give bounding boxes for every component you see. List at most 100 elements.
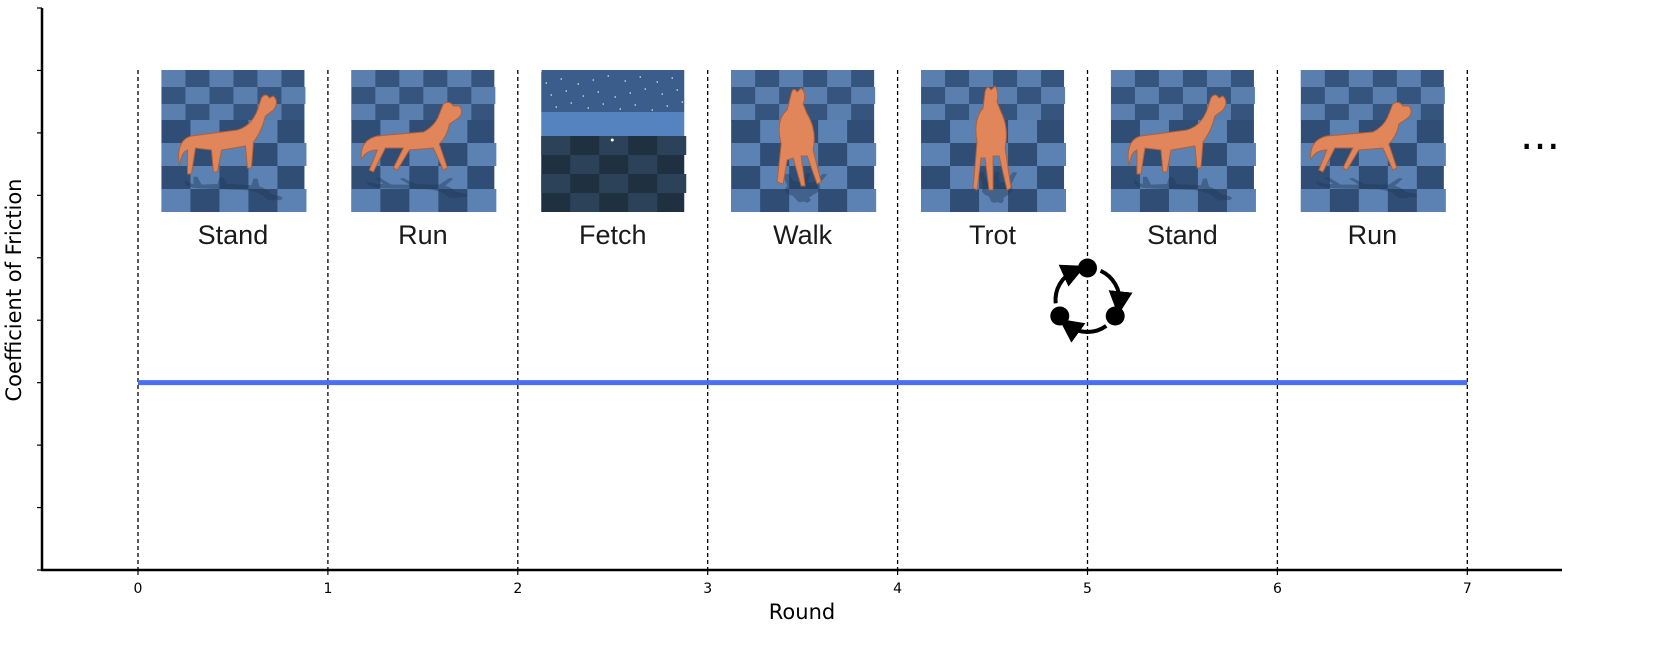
star bbox=[676, 89, 679, 91]
star bbox=[639, 76, 642, 78]
floor-tile bbox=[161, 189, 191, 212]
backdrop-tile bbox=[1134, 87, 1159, 104]
floor-tile bbox=[1037, 143, 1067, 166]
task-label: Trot bbox=[969, 220, 1016, 250]
star bbox=[634, 104, 637, 106]
round-boundaries bbox=[137, 70, 1468, 570]
star bbox=[560, 78, 563, 80]
backdrop-tile bbox=[1230, 87, 1255, 104]
floor-tile bbox=[789, 189, 819, 212]
dog-figure bbox=[1127, 94, 1227, 175]
star bbox=[661, 93, 664, 95]
backdrop-tile bbox=[1300, 70, 1325, 87]
star bbox=[570, 102, 573, 104]
floor-tile bbox=[351, 189, 381, 212]
task-thumbnail bbox=[161, 70, 307, 212]
backdrop-tile bbox=[399, 70, 424, 87]
backdrop-tile bbox=[1206, 70, 1231, 87]
backdrop-tile bbox=[1041, 87, 1066, 104]
arena-sky bbox=[541, 70, 685, 112]
star bbox=[582, 95, 585, 97]
dog-figure bbox=[776, 87, 822, 187]
backdrop-tile bbox=[1110, 104, 1135, 121]
backdrop-tile bbox=[351, 104, 376, 121]
dog-figure bbox=[178, 94, 277, 175]
backdrop-tile bbox=[921, 104, 946, 121]
backdrop-tile bbox=[1324, 87, 1349, 104]
star bbox=[624, 80, 627, 82]
star bbox=[651, 109, 654, 111]
task-thumbnail bbox=[351, 70, 497, 212]
backdrop-tile bbox=[731, 104, 756, 121]
backdrop-tile bbox=[731, 70, 756, 87]
task-thumbnail bbox=[1300, 70, 1446, 212]
floor-tile bbox=[1358, 189, 1388, 212]
floor-tile bbox=[467, 143, 497, 166]
floor-tile bbox=[731, 189, 761, 212]
floor-tile bbox=[599, 174, 629, 193]
backdrop-tile bbox=[233, 87, 258, 104]
backdrop-tile bbox=[1348, 104, 1373, 121]
floor-tile bbox=[248, 166, 278, 189]
star bbox=[602, 103, 605, 105]
backdrop-tile bbox=[423, 87, 448, 104]
backdrop-tile bbox=[399, 104, 424, 121]
floor-tile bbox=[1168, 189, 1198, 212]
star bbox=[555, 106, 558, 108]
star bbox=[644, 88, 647, 90]
dog-reflection bbox=[367, 177, 468, 199]
y-axis-label: Coefficient of Friction bbox=[2, 179, 26, 402]
cycle-node bbox=[1105, 306, 1125, 326]
dog-reflection bbox=[1134, 176, 1232, 201]
backdrop-tile bbox=[779, 70, 804, 87]
star bbox=[629, 92, 632, 94]
backdrop-tile bbox=[375, 87, 400, 104]
task-thumbnail bbox=[1110, 70, 1256, 212]
star bbox=[592, 79, 595, 81]
floor-tile bbox=[1226, 143, 1256, 166]
floor-tile bbox=[438, 166, 468, 189]
dog-figure bbox=[972, 85, 1012, 191]
floor-tile bbox=[277, 143, 307, 166]
floor-tile bbox=[1008, 120, 1038, 143]
floor-tile bbox=[599, 136, 629, 155]
backdrop-tile bbox=[827, 104, 852, 121]
floor-tile bbox=[1008, 166, 1038, 189]
dog-figure bbox=[360, 101, 463, 173]
task-label: Walk bbox=[773, 220, 832, 250]
floor-tile bbox=[950, 120, 980, 143]
floor-tile bbox=[1226, 189, 1256, 212]
x-tick-label: 7 bbox=[1463, 581, 1472, 597]
star bbox=[565, 90, 568, 92]
backdrop-tile bbox=[1158, 104, 1183, 121]
x-tick-label: 0 bbox=[134, 581, 143, 597]
task-label: Run bbox=[398, 220, 448, 250]
backdrop-tile bbox=[209, 70, 234, 87]
backdrop-tile bbox=[755, 87, 780, 104]
backdrop-tile bbox=[1348, 70, 1373, 87]
backdrop-tile bbox=[1017, 70, 1042, 87]
star bbox=[656, 81, 659, 83]
continuation-ellipsis: ... bbox=[1520, 110, 1560, 159]
x-tick-label: 2 bbox=[513, 581, 522, 597]
floor-tile bbox=[628, 155, 658, 174]
floor-tile bbox=[467, 189, 497, 212]
task-thumbnail bbox=[731, 70, 877, 212]
floor-tile bbox=[541, 136, 571, 155]
floor-tile bbox=[657, 174, 687, 193]
cycle-icon bbox=[1050, 258, 1133, 343]
floor-tile bbox=[190, 166, 220, 189]
floor-tile bbox=[731, 143, 761, 166]
floor-tile bbox=[979, 189, 1009, 212]
task-label: Fetch bbox=[579, 220, 647, 250]
floor-tile bbox=[1416, 189, 1446, 212]
backdrop-tile bbox=[827, 70, 852, 87]
cycle-arrow bbox=[1058, 318, 1108, 343]
floor-tile bbox=[409, 189, 439, 212]
backdrop-tile bbox=[851, 87, 876, 104]
backdrop-tile bbox=[1396, 70, 1421, 87]
floor-tile bbox=[950, 166, 980, 189]
